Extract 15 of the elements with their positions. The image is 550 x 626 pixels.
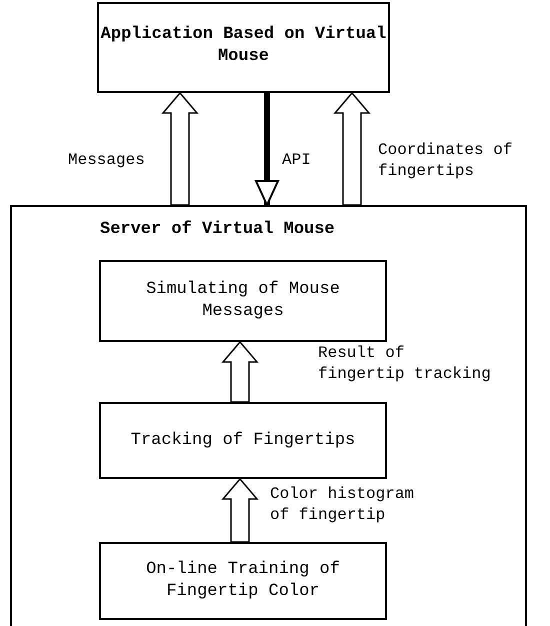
node-title: Simulating of Mouse Messages: [145, 279, 341, 323]
process-box: [99, 542, 387, 620]
process-box: [99, 402, 387, 479]
node-title: On-line Training of Fingertip Color: [145, 559, 341, 603]
arrow: [161, 92, 199, 206]
arrow: [221, 340, 259, 403]
server-box: [10, 205, 527, 626]
process-box: [99, 260, 387, 342]
app-box: [97, 2, 390, 93]
node-title: Tracking of Fingertips: [130, 430, 356, 452]
arrow: [221, 478, 259, 543]
node-title: Server of Virtual Mouse: [100, 219, 335, 241]
arrow: [255, 93, 279, 206]
node-title: Application Based on Virtual Mouse: [100, 24, 388, 68]
arrow: [333, 92, 371, 206]
